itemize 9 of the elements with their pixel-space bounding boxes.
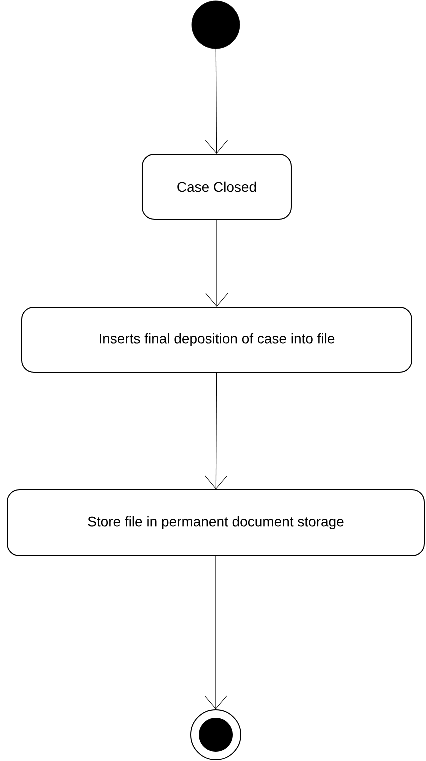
- arrow: [205, 48, 228, 154]
- arrow: [206, 220, 228, 307]
- arrow: [204, 556, 228, 710]
- action-box: Case Closed: [142, 154, 292, 220]
- start-node: [192, 0, 240, 50]
- action-box: Inserts final deposition of case into file: [22, 307, 412, 373]
- arrow: [204, 372, 228, 490]
- action-box: Store file in permanent document storage: [7, 490, 425, 556]
- end-node: [190, 710, 242, 760]
